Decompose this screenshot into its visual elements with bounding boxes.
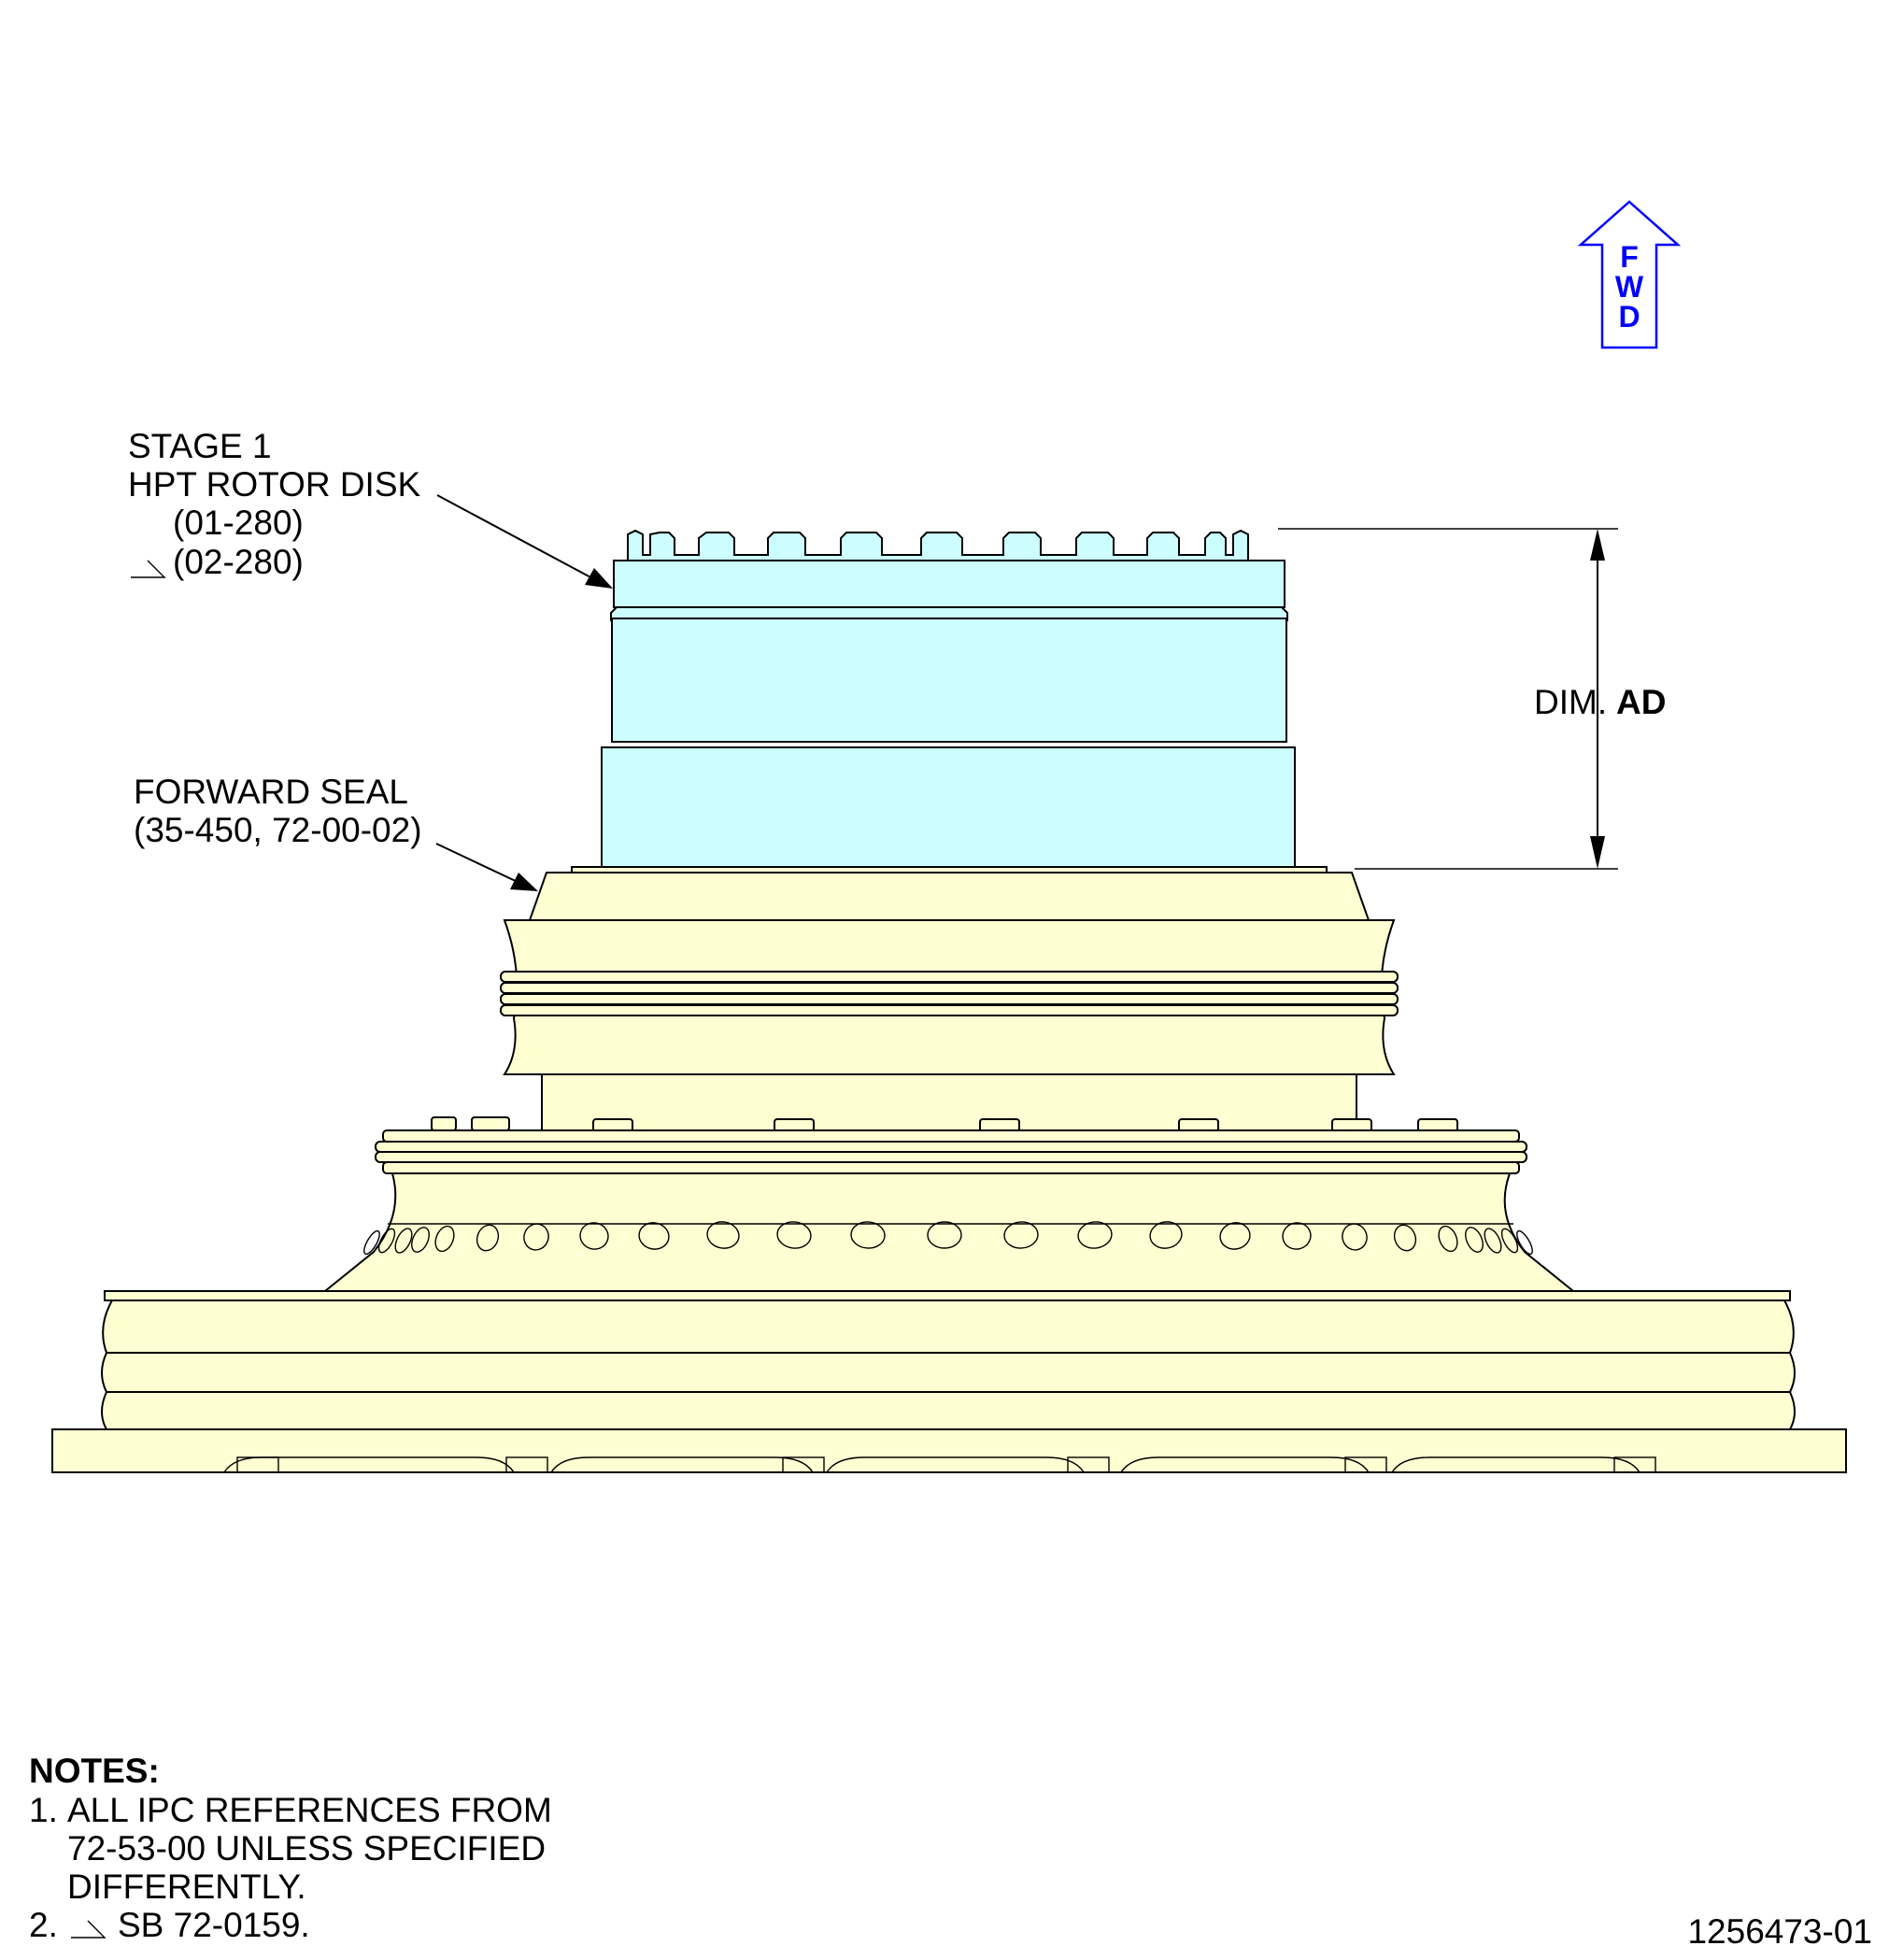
callout-hpt-line3: (01-280) [173, 504, 304, 542]
note-1-line3: DIFFERENTLY. [67, 1868, 306, 1906]
dimension-ad: DIM. AD [1278, 528, 1666, 870]
lower-rotor-assembly [51, 1116, 1847, 1473]
notes: NOTES: 1. ALL IPC REFERENCES FROM 72-53-… [29, 1752, 552, 1944]
note-2-text: SB 72-0159. [118, 1906, 310, 1944]
fwd-letter-f: F [1620, 240, 1639, 274]
note-1-line2: 72-53-00 UNLESS SPECIFIED [67, 1829, 546, 1868]
callout-hpt-line2: HPT ROTOR DISK [128, 465, 421, 504]
note-1-number: 1. [29, 1791, 58, 1829]
note-1-line1: ALL IPC REFERENCES FROM [67, 1791, 552, 1829]
fwd-letter-w: W [1615, 270, 1644, 304]
fwd-letter-d: D [1618, 300, 1640, 334]
callout-seal-line2: (35-450, 72-00-02) [134, 811, 422, 849]
callout-hpt-disk: STAGE 1 HPT ROTOR DISK (01-280) (02-280) [128, 427, 613, 589]
callout-forward-seal: FORWARD SEAL (35-450, 72-00-02) [134, 773, 538, 891]
note-2-number: 2. [29, 1906, 58, 1944]
dimension-name: AD [1616, 683, 1666, 721]
callout-hpt-line4: (02-280) [173, 543, 304, 581]
sb-triangle-icon [71, 1920, 107, 1939]
callout-seal-line1: FORWARD SEAL [134, 773, 408, 811]
forward-seal [500, 866, 1399, 1136]
hpt-rotor-disk [601, 529, 1296, 870]
dimension-prefix: DIM. [1534, 683, 1607, 721]
sb-triangle-icon [131, 560, 166, 578]
callout-hpt-line1: STAGE 1 [128, 427, 272, 465]
cooling-holes [363, 1221, 1533, 1256]
figure-id: 1256473-01 [1687, 1912, 1872, 1951]
notes-heading: NOTES: [29, 1752, 160, 1790]
disk-slots [627, 529, 1249, 561]
fwd-arrow: F W D [1577, 200, 1682, 349]
